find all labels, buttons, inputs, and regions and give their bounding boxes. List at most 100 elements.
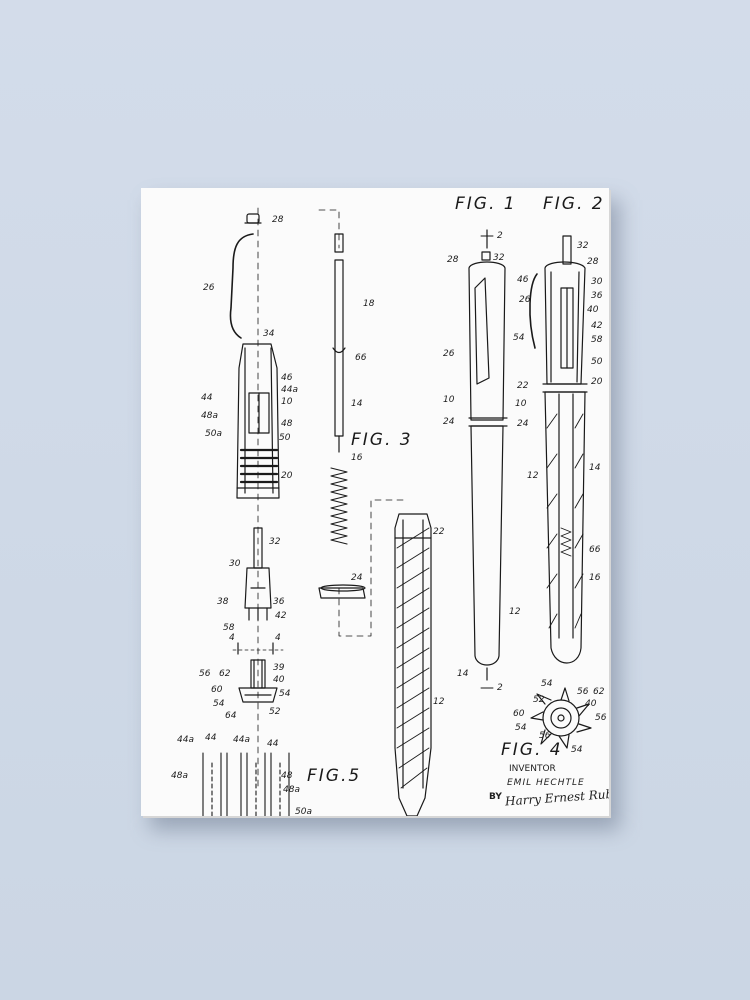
ref-numeral: 24 (443, 417, 455, 427)
ref-numeral: 16 (351, 453, 363, 463)
ref-numeral: 58 (591, 335, 603, 345)
ref-numeral: 44a (177, 735, 194, 745)
patent-drawing (202, 207, 592, 816)
ref-numeral: 56 (577, 687, 589, 697)
ref-numeral: 64 (225, 711, 237, 721)
ref-numeral: 58 (223, 623, 235, 633)
cap-body (236, 343, 280, 499)
ref-numeral: 38 (217, 597, 229, 607)
clip-26 (229, 233, 254, 339)
ref-numeral: 28 (272, 215, 284, 225)
ref-numeral: 14 (589, 463, 601, 473)
ref-numeral: 24 (351, 573, 363, 583)
ref-numeral: 10 (515, 399, 527, 409)
ref-numeral: 22 (517, 381, 529, 391)
ref-numeral: 12 (433, 697, 445, 707)
ref-numeral: 60 (513, 709, 525, 719)
ref-numeral: 52 (533, 695, 545, 705)
ref-numeral: 40 (585, 699, 597, 709)
fig5-blades (202, 752, 290, 816)
ref-numeral: 56 (595, 713, 607, 723)
ref-numeral: 20 (591, 377, 603, 387)
plunger-30 (244, 527, 272, 621)
ref-numeral: 50a (295, 807, 312, 817)
ref-numeral: 10 (281, 397, 293, 407)
ref-numeral: 36 (273, 597, 285, 607)
ref-numeral: 56 (199, 669, 211, 679)
refill-14 (332, 233, 346, 453)
ref-numeral: 4 (275, 633, 281, 643)
ref-numeral: 14 (457, 669, 469, 679)
ref-numeral: 32 (493, 253, 505, 263)
ref-numeral: 14 (351, 399, 363, 409)
ref-numeral: 62 (219, 669, 231, 679)
ref-numeral: 44a (281, 385, 298, 395)
fig3-label: FIG. 3 (351, 430, 413, 450)
inventor-name: EMIL HECHTLE (507, 778, 585, 788)
ref-numeral: 48a (283, 785, 300, 795)
ref-numeral: 39 (273, 663, 285, 673)
ref-numeral: 46 (517, 275, 529, 285)
ref-numeral: 44a (233, 735, 250, 745)
ref-numeral: 56 (539, 731, 551, 741)
ref-numeral: 12 (527, 471, 539, 481)
ref-numeral: 44 (205, 733, 217, 743)
ref-numeral: 48a (171, 771, 188, 781)
ref-numeral: 50 (591, 357, 603, 367)
ref-numeral: 18 (363, 299, 375, 309)
ref-numeral: 16 (589, 573, 601, 583)
ref-numeral: 42 (591, 321, 603, 331)
ref-numeral: 66 (355, 353, 367, 363)
fig1-label: FIG. 1 (455, 194, 517, 214)
barrel-12 (394, 513, 432, 816)
fig2-label: FIG. 2 (543, 194, 605, 214)
ref-numeral: 54 (213, 699, 225, 709)
ref-numeral: 48 (281, 419, 293, 429)
ref-numeral: 24 (517, 419, 529, 429)
ref-numeral: 2 (497, 683, 503, 693)
ref-numeral: 44 (201, 393, 213, 403)
ref-numeral: 30 (591, 277, 603, 287)
ref-numeral: 50 (279, 433, 291, 443)
by-label: BY (489, 792, 502, 802)
fig2-pen-section (529, 235, 588, 664)
ref-numeral: 32 (269, 537, 281, 547)
fig1-pen (468, 229, 508, 689)
ring-24 (318, 584, 366, 599)
ref-numeral: 34 (263, 329, 275, 339)
ref-numeral: 40 (587, 305, 599, 315)
ref-numeral: 48 (281, 771, 293, 781)
ref-numeral: 46 (281, 373, 293, 383)
ref-numeral: 22 (433, 527, 445, 537)
cap-part-28 (244, 213, 262, 224)
inventor-heading: INVENTOR (509, 764, 556, 774)
ref-numeral: 54 (515, 723, 527, 733)
ref-numeral: 32 (577, 241, 589, 251)
ref-numeral: 12 (509, 607, 521, 617)
ref-numeral: 26 (519, 295, 531, 305)
ref-numeral: 44 (267, 739, 279, 749)
ref-numeral: 28 (447, 255, 459, 265)
canvas-print: FIG. 1 FIG. 2 FIG. 3 FIG. 4 FIG.5 28 26 … (141, 188, 609, 816)
ref-numeral: 2 (497, 231, 503, 241)
ref-numeral: 54 (513, 333, 525, 343)
ref-numeral: 50a (205, 429, 222, 439)
ref-numeral: 42 (275, 611, 287, 621)
ref-numeral: 40 (273, 675, 285, 685)
ref-numeral: 54 (541, 679, 553, 689)
section-marker-4 (232, 642, 284, 655)
ref-numeral: 30 (229, 559, 241, 569)
ref-numeral: 28 (587, 257, 599, 267)
spring-16 (330, 467, 348, 545)
ref-numeral: 10 (443, 395, 455, 405)
ref-numeral: 26 (203, 283, 215, 293)
ref-numeral: 54 (279, 689, 291, 699)
fig4-cam-section (530, 687, 592, 749)
ref-numeral: 60 (211, 685, 223, 695)
fig5-label: FIG.5 (307, 766, 362, 786)
ref-numeral: 54 (571, 745, 583, 755)
cam-part-40 (238, 659, 278, 703)
ref-numeral: 52 (269, 707, 281, 717)
ref-numeral: 36 (591, 291, 603, 301)
ref-numeral: 20 (281, 471, 293, 481)
